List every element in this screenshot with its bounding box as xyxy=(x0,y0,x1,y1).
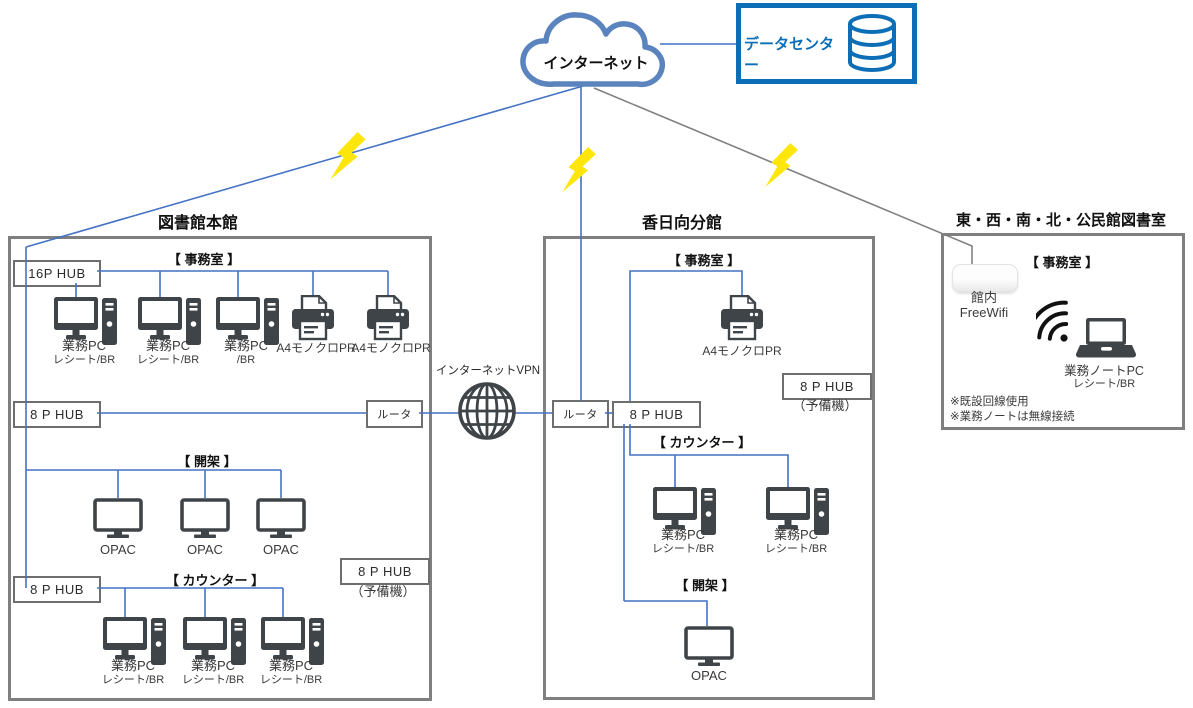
main-hub8-bottom: 8 P HUB xyxy=(13,576,101,603)
opac-monitor-icon xyxy=(256,498,306,538)
branch-library-title: 香日向分館 xyxy=(641,215,722,232)
internet-cloud-icon xyxy=(520,12,666,88)
opac-label: OPAC xyxy=(691,668,727,683)
community-office-header: 【 事務室 】 xyxy=(1025,255,1099,270)
database-icon xyxy=(848,14,896,72)
main-counter-header: 【 カウンター 】 xyxy=(165,573,265,588)
opac-label: OPAC xyxy=(187,542,223,557)
main-spare-hub-note: （予備機） xyxy=(350,584,416,599)
main-hub16: 16P HUB xyxy=(13,260,101,287)
main-library-title: 図書館本館 xyxy=(157,215,238,232)
printer-icon xyxy=(291,295,335,341)
printer-label: A4モノクロPR xyxy=(351,341,431,355)
line-cloud-main xyxy=(25,85,584,248)
vpn-label: インターネットVPN xyxy=(435,365,541,377)
printer-label: A4モノクロPR xyxy=(276,341,356,355)
branch-router: ルータ xyxy=(552,400,609,428)
opac-monitor-icon xyxy=(684,626,734,666)
main-hub8-mid: 8 P HUB xyxy=(13,401,101,428)
branch-office-header: 【 事務室 】 xyxy=(667,253,741,268)
branch-spare-hub-note: （予備機） xyxy=(792,398,858,413)
branch-counter-header: 【 カウンター 】 xyxy=(652,435,752,450)
main-router: ルータ xyxy=(366,400,423,428)
printer-icon xyxy=(366,295,410,341)
pc-label: 業務PC/BR xyxy=(223,338,269,366)
opac-label: OPAC xyxy=(100,542,136,557)
laptop-icon xyxy=(1076,318,1136,358)
lightning-icon xyxy=(765,143,798,188)
internet-label: インターネット xyxy=(543,55,649,72)
printer-label: A4モノクロPR xyxy=(702,344,782,358)
vpn-globe-icon xyxy=(456,380,518,442)
main-spare-hub: 8 P HUB xyxy=(340,558,430,585)
branch-open-header: 【 開架 】 xyxy=(675,578,735,593)
opac-monitor-icon xyxy=(93,498,143,538)
community-rooms-title: 東・西・南・北・公民館図書室 xyxy=(955,212,1166,229)
lightning-icon xyxy=(562,147,596,193)
branch-hub8: 8 P HUB xyxy=(612,401,701,428)
printer-icon xyxy=(720,295,764,341)
opac-monitor-icon xyxy=(180,498,230,538)
lightning-icon xyxy=(330,132,366,180)
datacenter-label: データセンター xyxy=(744,36,835,74)
main-open-header: 【 開架 】 xyxy=(177,454,237,469)
main-office-header: 【 事務室 】 xyxy=(167,252,241,267)
opac-label: OPAC xyxy=(263,542,299,557)
wifi-access-point xyxy=(952,264,1018,292)
branch-spare-hub: 8 P HUB xyxy=(782,373,872,400)
community-note-2: ※業務ノートは無線接続 xyxy=(950,411,1075,423)
lightning-bolts xyxy=(330,132,798,193)
community-note-1: ※既設回線使用 xyxy=(950,396,1029,408)
